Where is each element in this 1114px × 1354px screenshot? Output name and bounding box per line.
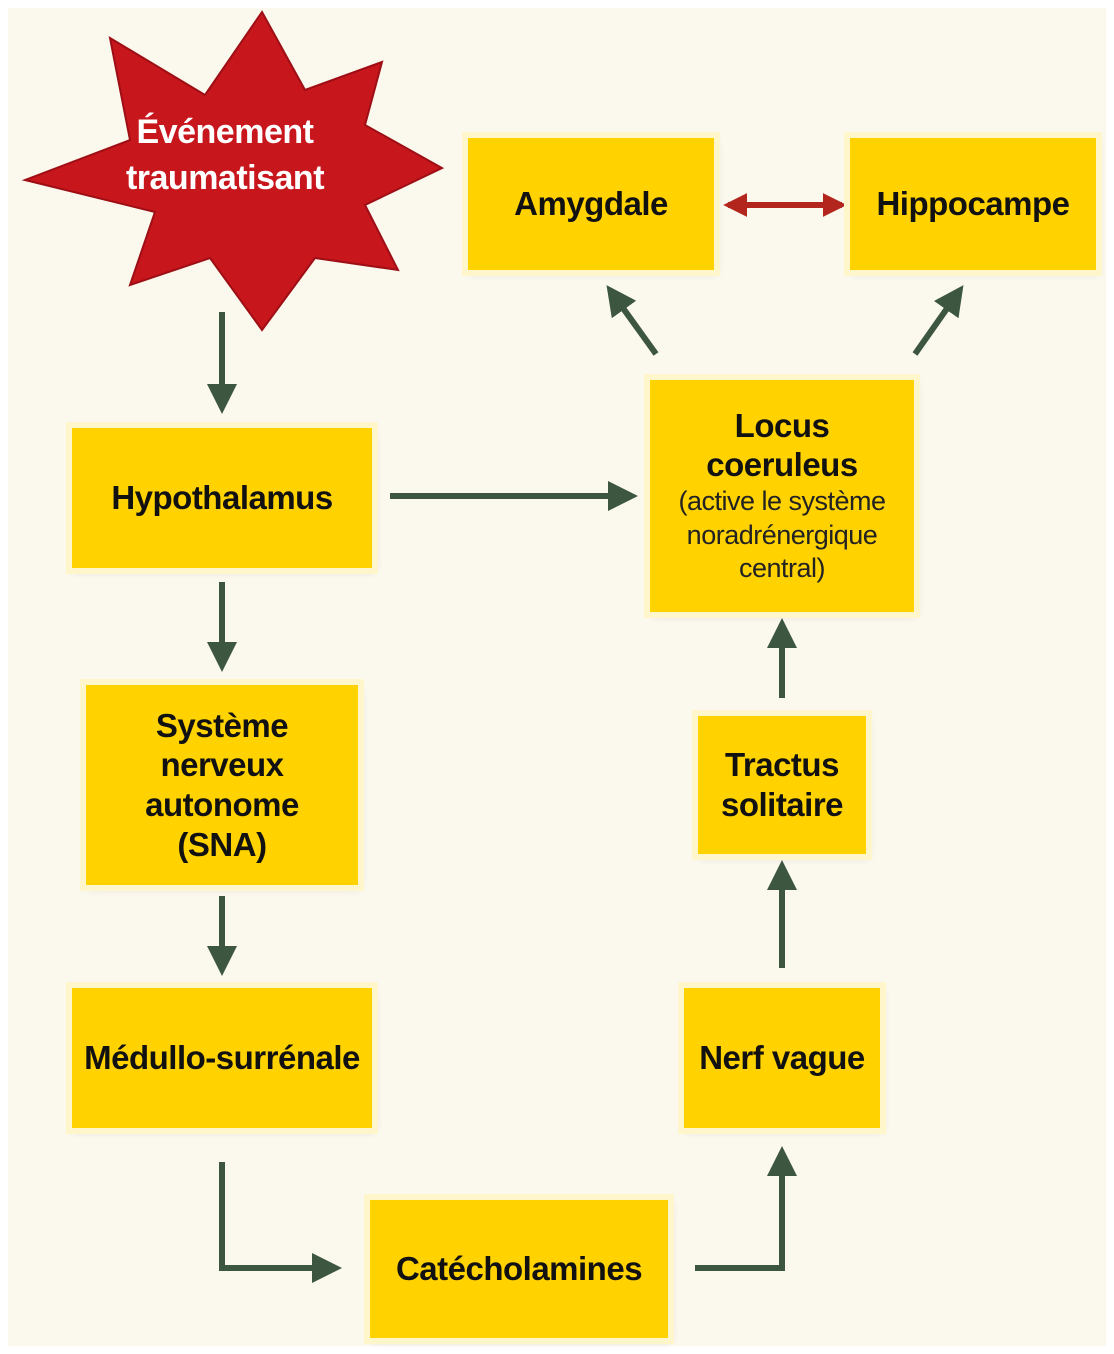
tractus-label-line2: solitaire [720,786,844,823]
node-systeme-nerveux-autonome: Système nerveux autonome (SNA) [86,685,358,885]
nerf-vague-label: Nerf vague [699,1039,865,1077]
event-label-line2: traumatisant [125,158,325,197]
sna-label-line1: Système nerveux [155,706,289,784]
node-medullo-surrenale: Médullo-surrénale [72,988,372,1128]
arrow-locus-to-amygdale [606,285,659,356]
node-hippocampe: Hippocampe [850,138,1096,270]
node-tractus-solitaire: Tractus solitaire [698,716,866,854]
locus-label-sub1: (active le système [678,485,886,516]
catecholamines-label: Catécholamines [395,1250,643,1288]
event-label-line1: Événement [136,113,314,151]
node-hypothalamus: Hypothalamus [72,428,372,568]
hypothalamus-label: Hypothalamus [111,479,333,517]
arrow-catecholamines-to-nerf-vague [695,1146,797,1271]
node-locus-coeruleus: Locus coeruleus (active le système norad… [650,380,914,612]
node-evenement-traumatisant: Événement traumatisant [95,110,355,202]
locus-label-sub3: central) [738,553,826,584]
tractus-label-line1: Tractus [725,746,839,784]
sna-label-line2: autonome [145,786,299,823]
sna-label-line3: (SNA) [177,825,267,863]
node-amygdale: Amygdale [468,138,714,270]
hippocampe-label: Hippocampe [876,185,1070,223]
node-nerf-vague: Nerf vague [684,988,880,1128]
arrow-locus-to-hippocampe [912,285,964,356]
node-catecholamines: Catécholamines [370,1200,668,1338]
locus-label-sub2: noradrénergique [686,519,878,550]
traumatic-event-star-shape [21,10,445,332]
arrow-medullo-to-catecholamines [219,1162,342,1283]
amygdale-label: Amygdale [514,185,668,223]
locus-label-title: Locus coeruleus [706,406,858,484]
medullo-label: Médullo-surrénale [84,1039,360,1077]
